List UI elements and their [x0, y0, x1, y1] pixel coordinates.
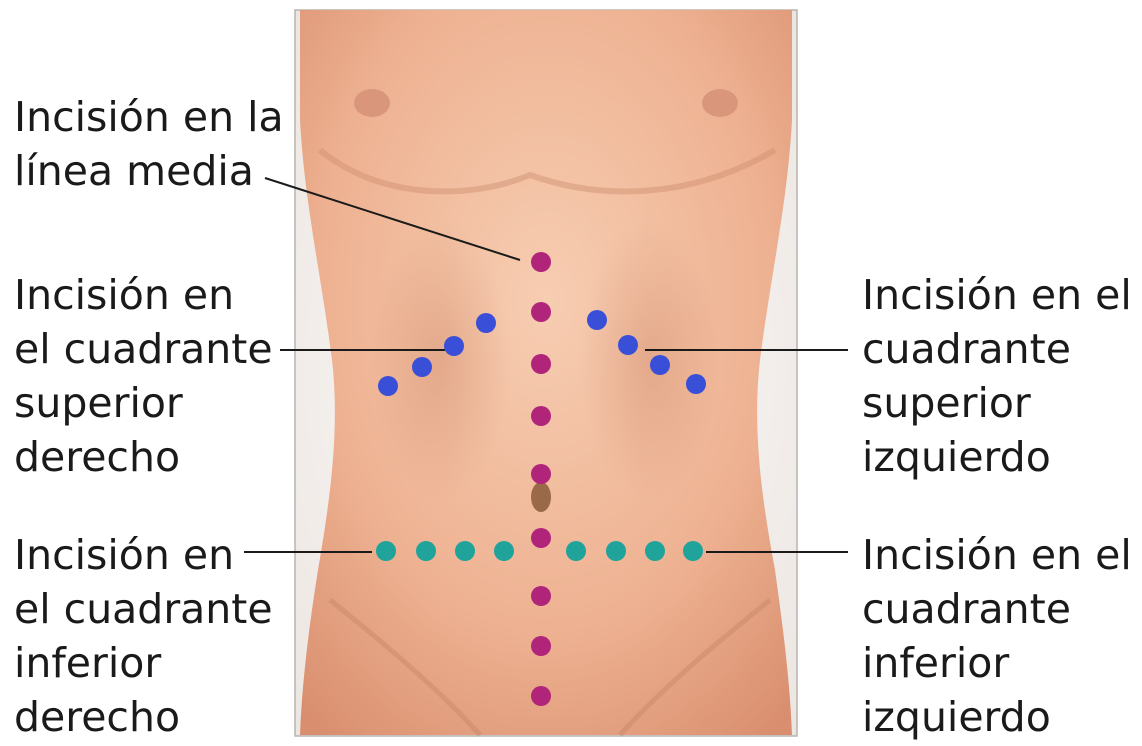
liq-dot: [566, 541, 586, 561]
riq-dot: [416, 541, 436, 561]
midline-dot: [531, 302, 551, 322]
riq-dot: [376, 541, 396, 561]
midline-dot: [531, 636, 551, 656]
rsq-dot: [412, 357, 432, 377]
rsq-dot: [444, 336, 464, 356]
midline-dot: [531, 528, 551, 548]
label-line: Incisión en: [14, 268, 273, 322]
label-line: superior: [862, 376, 1132, 430]
midline-dot: [531, 354, 551, 374]
liq-dot: [645, 541, 665, 561]
label-right-lower-quadrant: Incisión en el cuadrante inferior derech…: [14, 528, 273, 744]
label-line: cuadrante: [862, 322, 1132, 376]
rsq-dot: [476, 313, 496, 333]
label-left-lower-quadrant: Incisión en el cuadrante inferior izquie…: [862, 528, 1132, 744]
abdomen-shading-left: [370, 220, 510, 500]
lsq-dot: [686, 374, 706, 394]
label-line: superior: [14, 376, 273, 430]
midline-dot: [531, 686, 551, 706]
label-midline-incision: Incisión en la línea media: [14, 90, 284, 198]
label-line: Incisión en el: [862, 268, 1132, 322]
label-right-upper-quadrant: Incisión en el cuadrante superior derech…: [14, 268, 273, 484]
label-line: cuadrante: [862, 582, 1132, 636]
label-line: Incisión en el: [862, 528, 1132, 582]
midline-dot: [531, 586, 551, 606]
midline-dot: [531, 252, 551, 272]
liq-dot: [606, 541, 626, 561]
nipple-left: [354, 89, 390, 117]
label-line: inferior: [14, 636, 273, 690]
rsq-dot: [378, 376, 398, 396]
midline-dot: [531, 406, 551, 426]
label-line: derecho: [14, 690, 273, 744]
label-left-upper-quadrant: Incisión en el cuadrante superior izquie…: [862, 268, 1132, 484]
label-line: izquierdo: [862, 690, 1132, 744]
label-line: derecho: [14, 430, 273, 484]
label-line: inferior: [862, 636, 1132, 690]
navel: [531, 482, 551, 512]
riq-dot: [494, 541, 514, 561]
label-line: el cuadrante: [14, 322, 273, 376]
label-line: Incisión en la: [14, 90, 284, 144]
lsq-dot: [650, 355, 670, 375]
riq-dot: [455, 541, 475, 561]
nipple-right: [702, 89, 738, 117]
label-line: línea media: [14, 144, 284, 198]
lsq-dot: [618, 335, 638, 355]
lsq-dot: [587, 310, 607, 330]
liq-dot: [683, 541, 703, 561]
abdomen-shading-right: [580, 220, 720, 500]
midline-dot: [531, 464, 551, 484]
label-line: izquierdo: [862, 430, 1132, 484]
label-line: el cuadrante: [14, 582, 273, 636]
label-line: Incisión en: [14, 528, 273, 582]
